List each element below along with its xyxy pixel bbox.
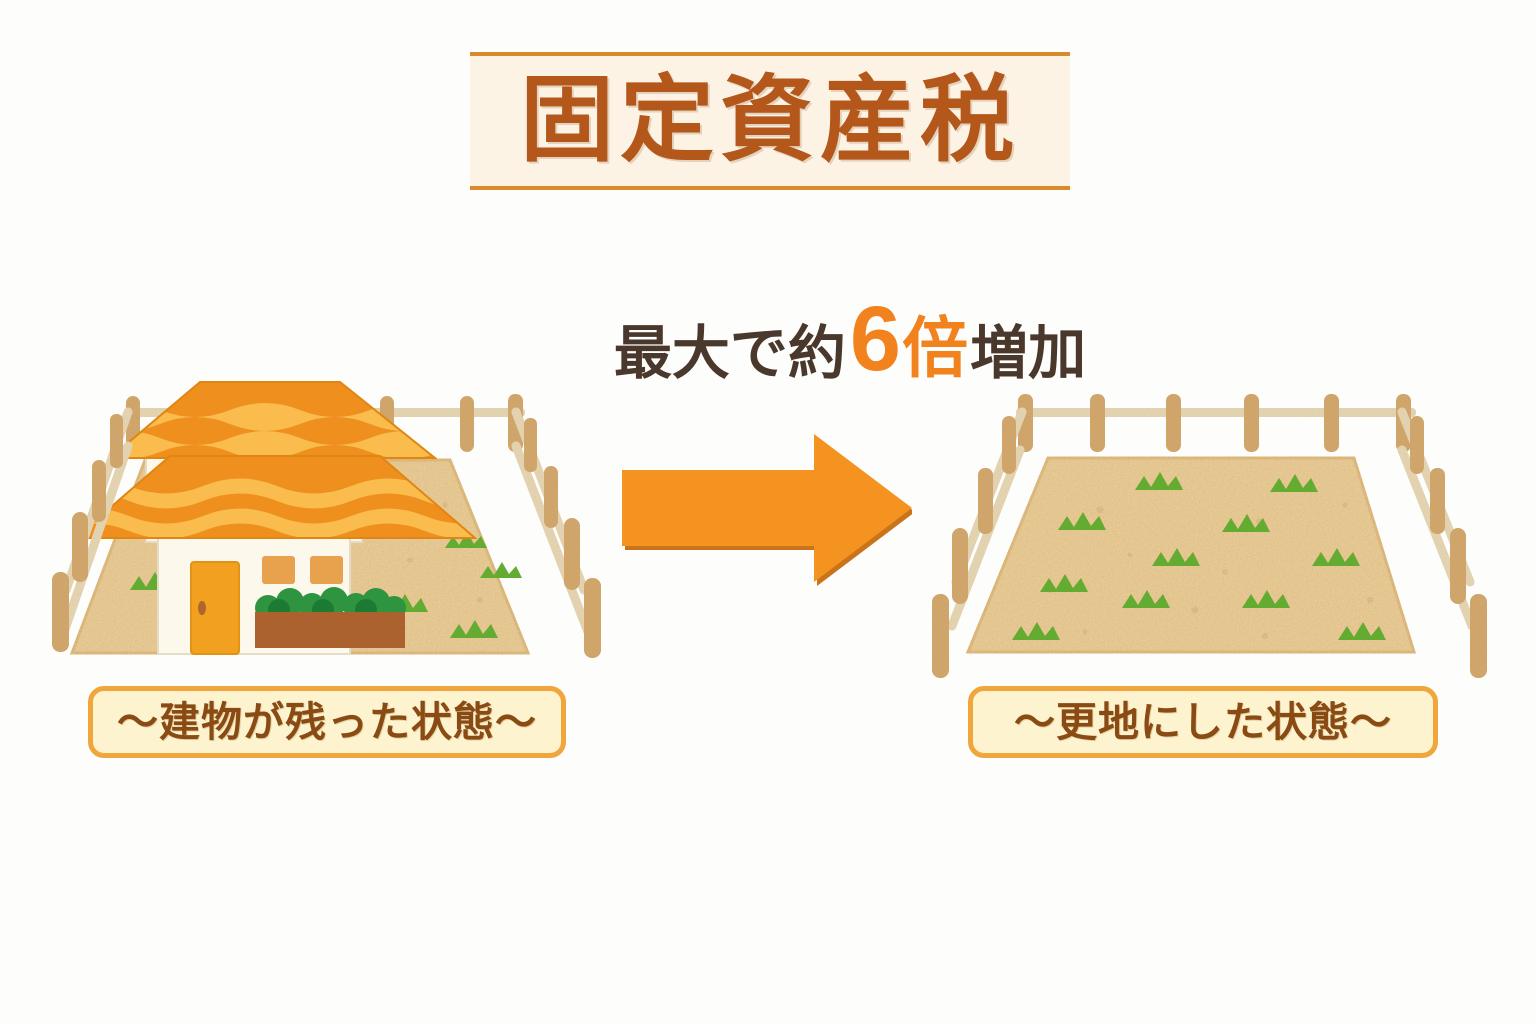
fence-back — [1016, 394, 1416, 452]
fence-right-side — [511, 407, 601, 658]
headline-number: 6 — [849, 288, 902, 391]
caption-after-demolition: 〜更地にした状態〜 — [968, 686, 1438, 758]
lower-windows — [262, 556, 343, 584]
arrow-right-icon — [622, 428, 915, 588]
headline-suffix: 増加 — [970, 319, 1087, 387]
page-title-banner: 固定資産税 — [470, 52, 1070, 190]
front-door — [190, 561, 240, 655]
planter-with-bushes — [255, 587, 406, 648]
scene-after-demolition — [930, 260, 1490, 680]
caption-before-label: 〜建物が残った状態〜 — [117, 697, 537, 746]
headline-increase: 最大で約 6 倍 増加 — [600, 288, 1100, 391]
roof-upper — [107, 381, 438, 459]
grass-tufts — [1012, 472, 1386, 640]
scene-before-demolition — [50, 260, 610, 680]
headline-unit: 倍 — [902, 310, 969, 387]
fence-left-side — [932, 407, 1027, 678]
caption-before-demolition: 〜建物が残った状態〜 — [88, 686, 566, 758]
house-building — [72, 381, 478, 655]
fence-left-side — [52, 407, 133, 652]
headline-prefix: 最大で約 — [613, 319, 846, 387]
roof-lower — [72, 455, 478, 539]
page-title: 固定資産税 — [519, 66, 1020, 175]
fence-right-side — [1397, 407, 1487, 678]
caption-after-label: 〜更地にした状態〜 — [1014, 697, 1392, 746]
